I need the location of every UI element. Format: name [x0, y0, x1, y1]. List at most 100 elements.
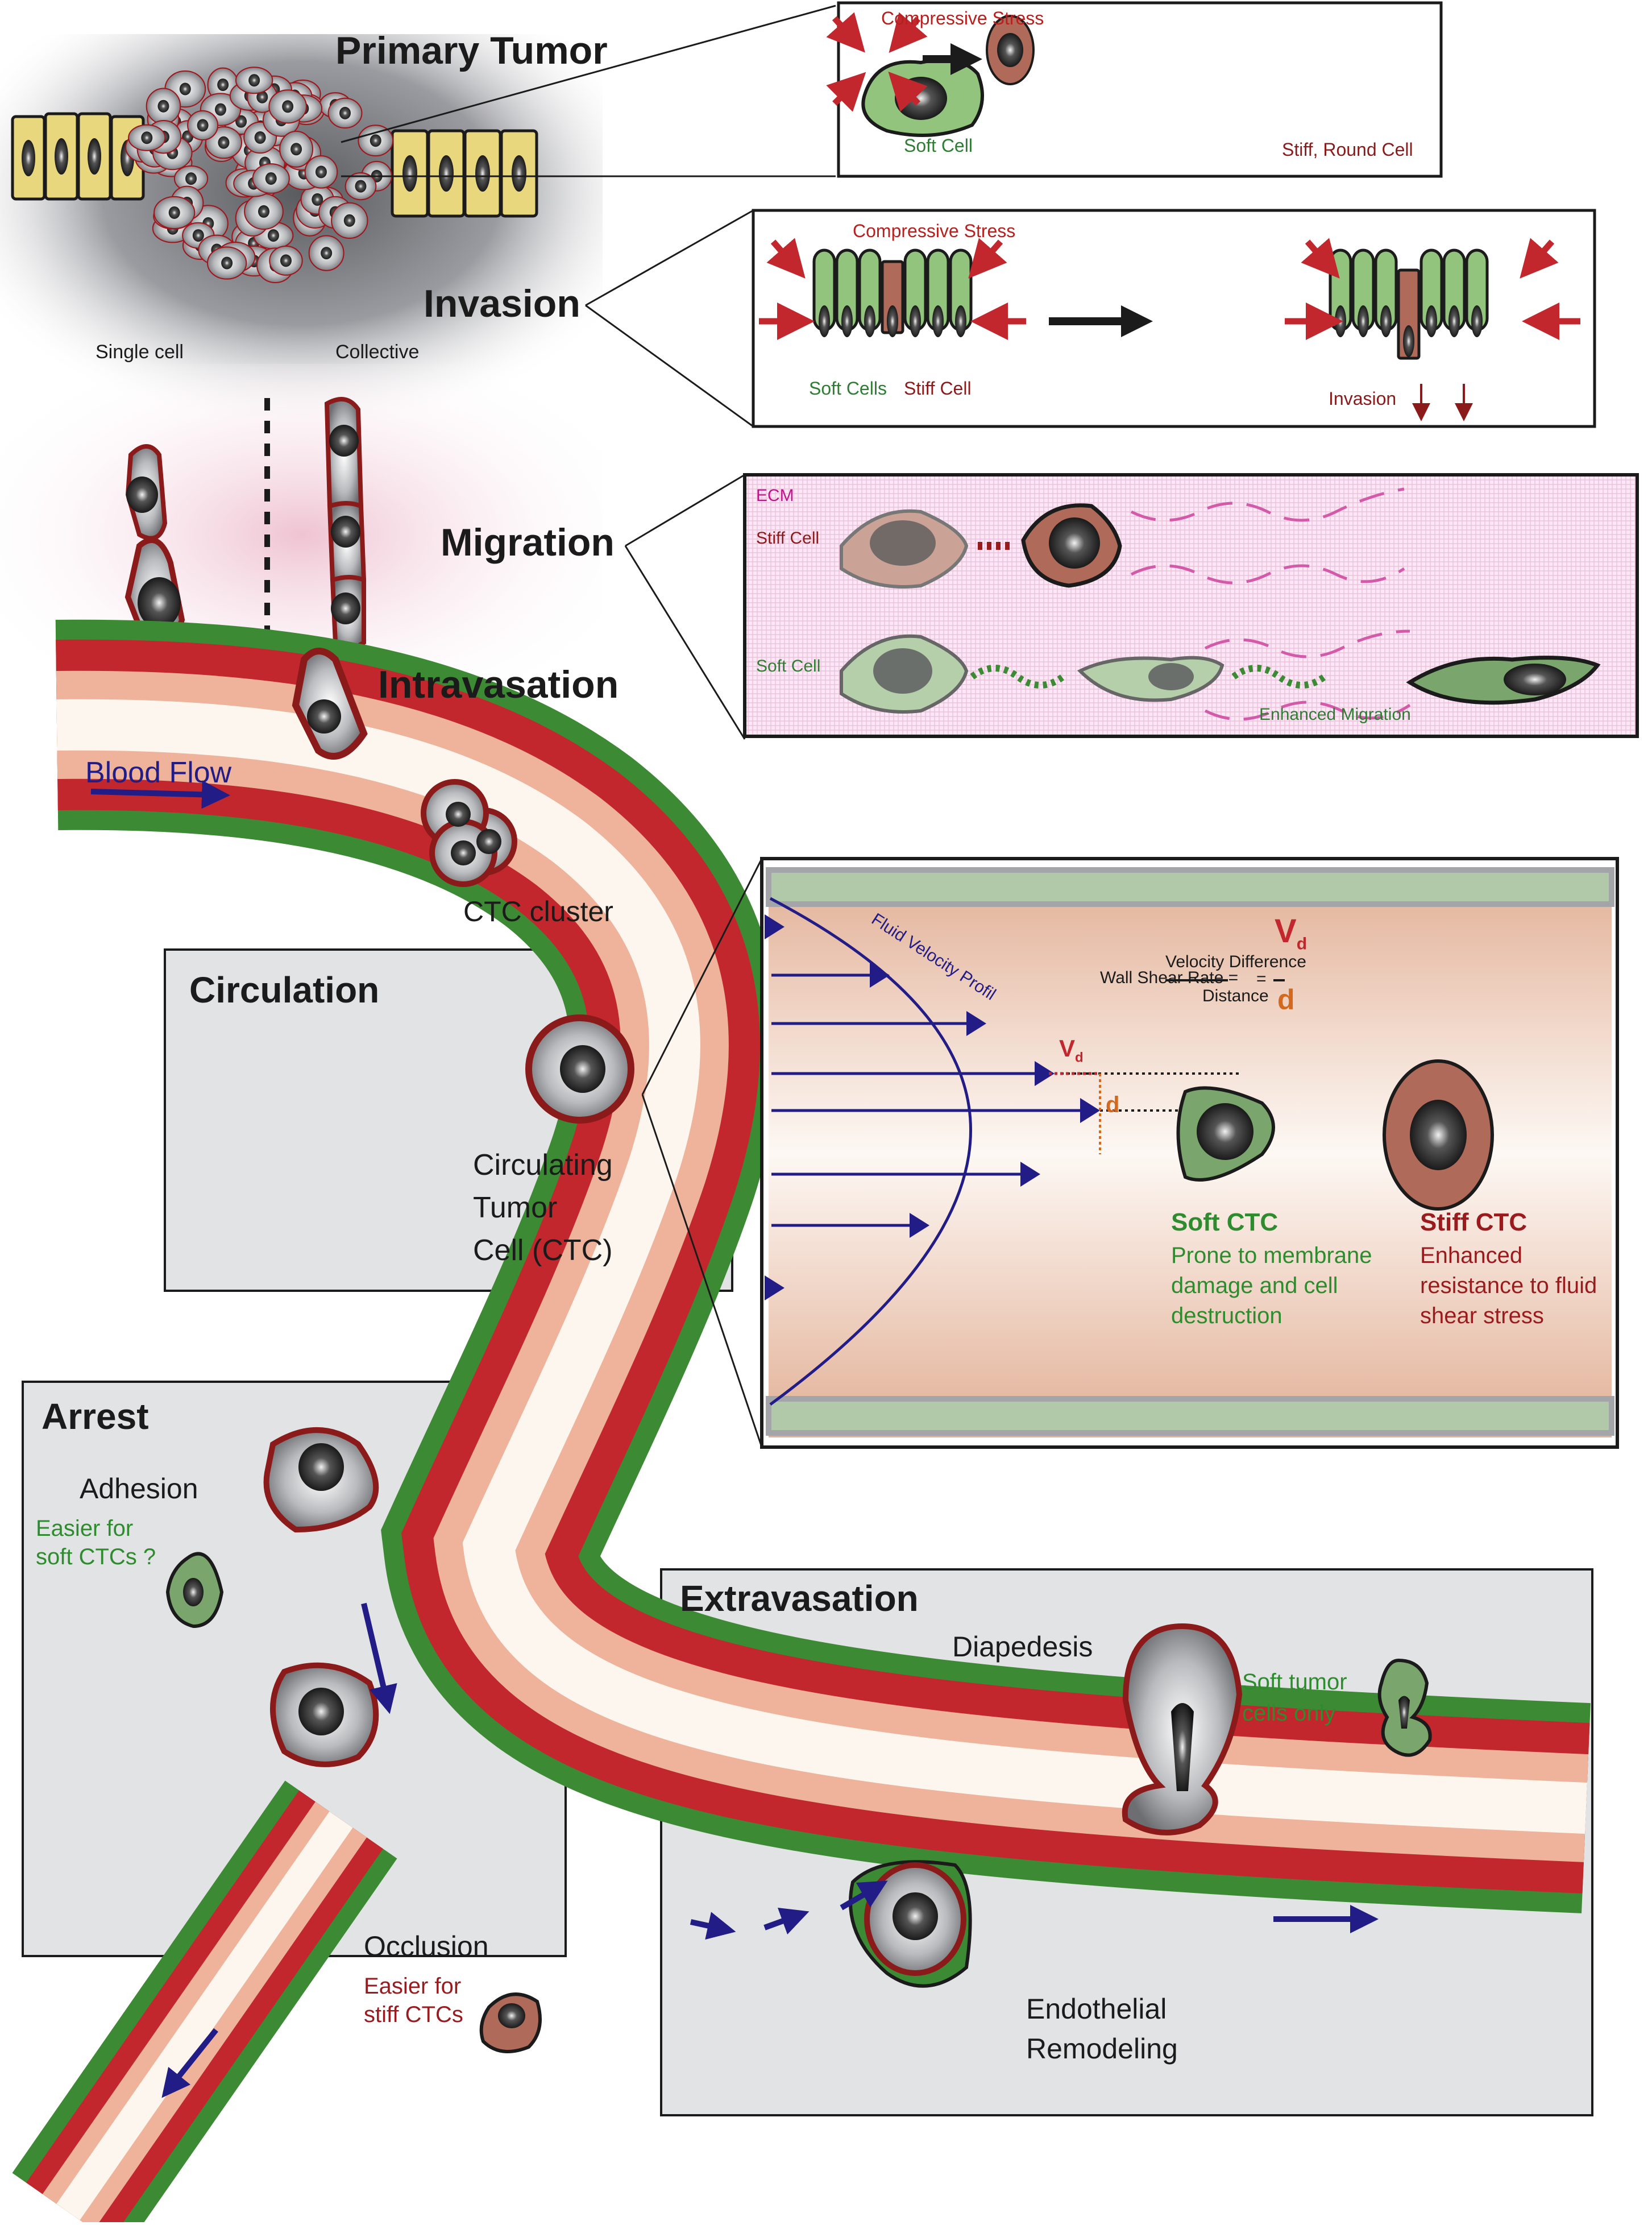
flow-arrow-icon	[361, 1602, 397, 1714]
invasion-down-arrows	[1412, 384, 1473, 421]
invasion-cell-row-after	[1329, 248, 1489, 360]
cell-nucleus	[955, 305, 966, 337]
intravasating-cell	[292, 648, 368, 760]
tumor-cell-nucleus	[179, 82, 191, 96]
invasion-cell-row-before	[812, 248, 973, 337]
label-remodeling-1: Endothelial	[1026, 1993, 1167, 2025]
tumor-cell-nucleus	[355, 180, 367, 193]
panel-invasion-stiff-label: Stiff Cell	[904, 378, 972, 399]
cell-nucleus	[1335, 305, 1346, 337]
marker-vd-v: V	[1059, 1035, 1076, 1062]
cell-nucleus	[1471, 305, 1483, 337]
formula-vd-sub: d	[1296, 934, 1308, 954]
label-ctc-line1: Circulating	[473, 1149, 613, 1182]
cell-nucleus	[932, 305, 944, 337]
cell-nucleus	[887, 305, 898, 337]
formula-lhs: Wall Shear Rate =	[1100, 968, 1239, 987]
flow-arrow-icon	[840, 1880, 888, 1911]
label-ctc-line2: Tumor	[473, 1191, 558, 1224]
diapedesis-note-2: cells only	[1242, 1701, 1336, 1726]
panel-migration-enhanced-label: Enhanced Migration	[1259, 705, 1411, 724]
tumor-cell-nucleus	[185, 172, 197, 185]
shear-soft-ctc	[1176, 1086, 1275, 1182]
flow-arrow-icon	[763, 1908, 810, 1935]
marker-d: d	[1106, 1092, 1120, 1117]
formula-equals: =	[1256, 969, 1267, 988]
cell-nucleus	[819, 305, 830, 337]
tumor-cell-nucleus	[315, 165, 327, 179]
ecm-fibers	[1130, 487, 1411, 721]
tumor-cell-nucleus	[218, 136, 230, 149]
cell-nucleus	[1380, 305, 1392, 337]
cell-nucleus	[1426, 305, 1437, 337]
velocity-arrow-head-icon	[765, 914, 785, 939]
flow-arrow-icon	[161, 2028, 218, 2098]
tumor-cell-nucleus	[168, 206, 180, 219]
panel-invasion-invasion-label: Invasion	[1329, 388, 1397, 409]
label-diapedesis: Diapedesis	[952, 1631, 1093, 1663]
marker-vd: Vd	[1059, 1035, 1084, 1066]
panel-invasion-stress-label: Compressive Stress	[853, 221, 1016, 241]
callout-lines	[341, 5, 836, 1448]
soft-ctc-desc-3: destruction	[1171, 1303, 1282, 1328]
tumor-cell-nucleus	[141, 131, 153, 144]
tumor-cell-nucleus	[339, 106, 351, 119]
tumor-cell-nucleus	[282, 100, 294, 113]
tumor-cell-nucleus	[321, 247, 333, 260]
velocity-arrow-head-icon	[765, 1275, 785, 1300]
shear-wall-top	[766, 867, 1614, 907]
stage-title-invasion: Invasion	[424, 282, 580, 325]
occlusion-example-stiff-cell	[479, 1992, 542, 2053]
panel-migration-ecm-label: ECM	[756, 486, 794, 505]
stiff-ctc-title: Stiff CTC	[1420, 1208, 1528, 1236]
panel-tumor-soft-label: Soft Cell	[904, 135, 973, 156]
label-ctc-line3: Cell (CTC)	[473, 1234, 613, 1267]
cell-nucleus	[910, 305, 921, 337]
tumor-cell-nucleus	[343, 214, 355, 227]
adhesion-example-soft-cell	[165, 1552, 224, 1629]
cell-nucleus	[841, 305, 853, 337]
tumor-cell-nucleus	[197, 119, 209, 132]
occluding-ctc	[270, 1662, 379, 1767]
shear-stiff-ctc	[1383, 1059, 1494, 1211]
velocity-arrow-head-icon	[1035, 1061, 1055, 1086]
velocity-arrow-head-icon	[910, 1213, 929, 1238]
flow-arrow-icon	[690, 1912, 736, 1940]
panel-tumor-stiff-cell	[986, 15, 1035, 85]
soft-ctc-desc-2: damage and cell	[1171, 1273, 1338, 1298]
adhesion-note-2: soft CTCs ?	[36, 1544, 156, 1569]
tumor-cell-nucleus	[192, 229, 204, 242]
panel-tumor-stress-label: Compressive Stress	[881, 8, 1044, 28]
flow-arrows	[90, 780, 1379, 2098]
diapedesis-example-soft-cell	[1377, 1658, 1432, 1757]
cell-nucleus	[1358, 305, 1369, 337]
shear-dimension-markers	[1049, 1072, 1239, 1154]
tumor-cell-nucleus	[258, 205, 269, 218]
panel-tumor-stiff-label: Stiff, Round Cell	[1282, 139, 1413, 160]
tumor-cell-mass	[125, 67, 394, 283]
tumor-cell-nucleus	[217, 78, 229, 92]
shear-wall-bottom	[766, 1396, 1614, 1436]
panel-migration-stiff-label: Stiff Cell	[756, 529, 820, 548]
stage-title-intravasation: Intravasation	[378, 663, 619, 706]
velocity-arrow-head-icon	[1020, 1162, 1040, 1187]
tumor-cell-nucleus	[370, 134, 381, 147]
stage-title-circulation: Circulation	[189, 969, 380, 1010]
cell-nucleus	[1448, 305, 1460, 337]
soft-ctc-title: Soft CTC	[1171, 1208, 1279, 1236]
velocity-arrow-head-icon	[1080, 1098, 1100, 1123]
tumor-cell-nucleus	[265, 172, 277, 185]
invasion-stress-arrows	[759, 238, 1580, 340]
occlusion-note-1: Easier for	[364, 1974, 462, 1999]
cell-nucleus	[1403, 325, 1414, 357]
soft-ctc-desc-1: Prone to membrane	[1171, 1243, 1372, 1268]
marker-vd-sub: d	[1075, 1050, 1084, 1066]
formula-vd: Vd	[1275, 913, 1307, 954]
ctc-cluster	[421, 779, 517, 887]
label-remodeling-2: Remodeling	[1026, 2033, 1178, 2065]
flow-arrow-icon	[90, 780, 230, 809]
label-occlusion: Occlusion	[364, 1930, 489, 1962]
formula-vd-v: V	[1275, 913, 1297, 950]
